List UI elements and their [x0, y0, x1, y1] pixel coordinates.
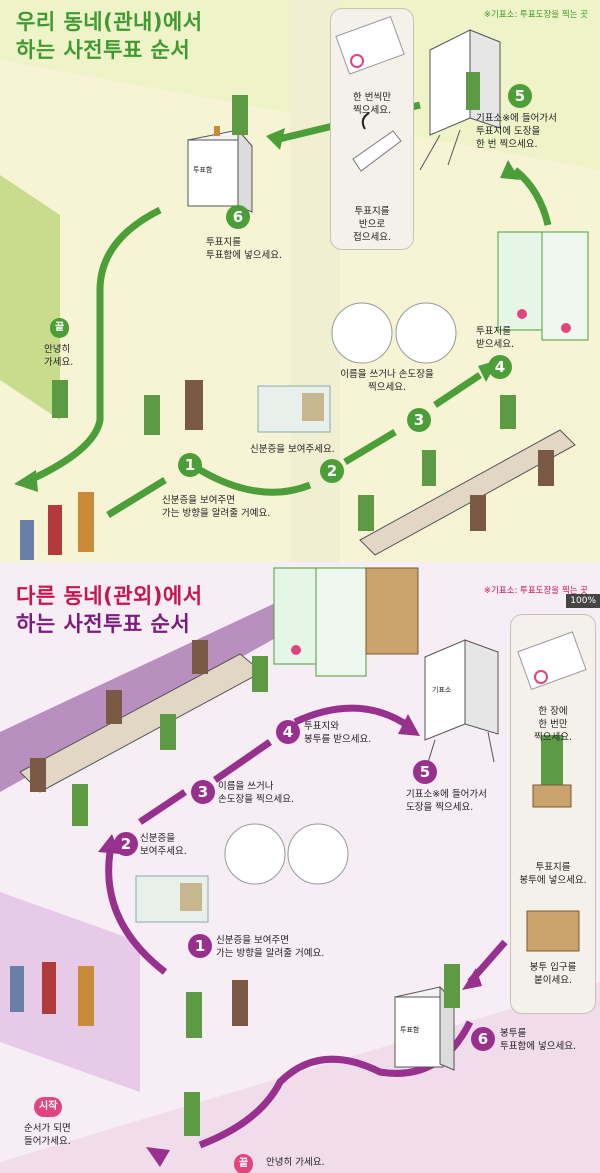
step-6-badge: 6	[471, 1027, 495, 1051]
signature-zoom-icon	[224, 823, 286, 885]
arrowhead-6	[266, 128, 285, 150]
domestic-voting-panel: 우리 동네(관내)에서 하는 사전투표 순서 ※기표소: 투표도장을 찍는 곳 …	[0, 0, 600, 562]
ballot-box-label: 투표함	[193, 166, 213, 174]
inset-stamp-caption: 한 번씩만 찍으세요.	[353, 92, 391, 116]
step-1-badge: 1	[188, 934, 212, 958]
route-arrow-2	[198, 466, 312, 496]
step-3-badge: 3	[407, 408, 431, 432]
step-4-caption: 투표지를 받으세요.	[476, 326, 514, 350]
step-4-badge: 4	[488, 355, 512, 379]
wall-left	[0, 892, 140, 1092]
booth-label: 기표소	[432, 686, 452, 694]
step-3-caption: 이름을 쓰거나 손도장을 찍으세요.	[340, 369, 434, 393]
step-5-caption: 기표소※에 들어가서 투표지에 도장을 한 번 찍으세요.	[476, 113, 557, 150]
ballot-box-label: 투표함	[400, 1026, 420, 1034]
voting-booth-icon	[424, 639, 499, 773]
route-arrow-3	[213, 739, 272, 783]
zoom-level-indicator: 100%	[566, 594, 600, 608]
step-6-caption: 봉투를 투표함에 넣으세요.	[500, 1028, 576, 1052]
arrowhead-4	[398, 714, 420, 736]
page-title-line1: 우리 동네(관내)에서	[16, 10, 203, 34]
step-3-badge: 3	[191, 780, 215, 804]
absentee-voting-panel: 다른 동네(관외)에서 하는 사전투표 순서 ※기표소: 투표도장을 찍는 곳 …	[0, 562, 600, 1173]
arrowhead-5	[500, 160, 520, 180]
step-5-badge: 5	[413, 760, 437, 784]
end-badge: 끝	[50, 318, 70, 338]
route-arrow-4	[293, 704, 413, 730]
fingerprint-zoom-icon	[287, 823, 349, 885]
id-card-icon	[257, 385, 331, 433]
folding-inset: 한 번씩만 찍으세요. 투표지를 반으로 접으세요.	[330, 8, 414, 250]
envelope-inset: 한 장에 한 번만 찍으세요. 투표지를 봉투에 넣으세요. 봉투 입구를 붙이…	[510, 614, 596, 1014]
end-caption: 안녕히 가세요.	[266, 1157, 325, 1168]
step-2-caption: 신분증을 보여주세요.	[250, 444, 335, 455]
ballot-paper-icon	[497, 231, 589, 341]
route-arrow-2	[138, 789, 187, 825]
signature-zoom-icon	[331, 302, 393, 364]
route-arrow-exit	[28, 206, 162, 484]
step-2-badge: 2	[320, 459, 344, 483]
step-6-badge: 6	[226, 205, 250, 229]
id-card-icon	[135, 875, 209, 923]
end-caption: 안녕히 가세요.	[44, 344, 74, 368]
step-3-caption: 이름을 쓰거나 손도장을 찍으세요.	[218, 781, 294, 805]
absentee-illustration	[0, 567, 600, 1173]
voter-figures	[20, 72, 516, 560]
step-4-badge: 4	[276, 720, 300, 744]
page-title-line2: 하는 사전투표 순서	[16, 38, 191, 62]
step-2-caption: 신분증을 보여주세요.	[140, 833, 187, 857]
start-caption: 순서가 되면 들어가세요.	[24, 1123, 71, 1147]
ballot-box-icon	[187, 126, 253, 213]
arrowhead-exit	[14, 470, 38, 492]
step-5-badge: 5	[508, 84, 532, 108]
wall-left	[0, 175, 60, 420]
inset-stamp-caption: 한 장에 한 번만 찍으세요.	[534, 706, 572, 743]
end-badge: 끝	[234, 1154, 254, 1173]
stamp-envelope-illustration	[517, 631, 587, 952]
page-title-line2: 하는 사전투표 순서	[16, 612, 191, 636]
step-2-badge: 2	[114, 832, 138, 856]
stamp-fold-illustration	[335, 15, 405, 172]
inset-fold-caption: 투표지를 반으로 접으세요.	[353, 206, 391, 243]
voting-booth-icon	[419, 29, 501, 171]
voter-figures	[10, 656, 460, 1136]
route-arrow-4	[433, 372, 482, 408]
arrowhead-6	[462, 968, 482, 990]
booth-footnote: ※기표소: 투표도장을 찍는 곳	[483, 10, 588, 20]
fingerprint-zoom-icon	[395, 302, 457, 364]
step-1-badge: 1	[178, 453, 202, 477]
domestic-illustration	[0, 0, 600, 562]
step-5-caption: 기표소※에 들어가서 도장을 찍으세요.	[406, 789, 487, 813]
booth-footnote: ※기표소: 투표도장을 찍는 곳	[483, 586, 588, 596]
staff-figures	[185, 380, 554, 531]
step-1-caption: 신분증을 보여주면 가는 방향을 알려줄 거예요.	[162, 495, 271, 519]
route-arrow-5	[512, 167, 552, 226]
registration-table	[359, 429, 576, 556]
inset-seal-caption: 봉투 입구를 붙이세요.	[529, 962, 577, 986]
step-4-caption: 투표지와 봉투를 받으세요.	[304, 721, 372, 745]
route-arrow-1	[106, 477, 167, 518]
inset-envelope-caption: 투표지를 봉투에 넣으세요.	[519, 862, 587, 886]
step-1-caption: 신분증을 보여주면 가는 방향을 알려줄 거예요.	[216, 935, 325, 959]
ballot-envelope-icon	[273, 567, 419, 677]
arrowhead-start	[146, 1147, 170, 1167]
step-6-caption: 투표지를 투표함에 넣으세요.	[206, 237, 282, 261]
route-arrow-1	[105, 851, 168, 975]
start-badge: 시작	[34, 1097, 63, 1117]
route-arrow-3	[343, 428, 397, 466]
staff-figures	[30, 640, 248, 1026]
page-title-line1: 다른 동네(관외)에서	[16, 584, 203, 608]
